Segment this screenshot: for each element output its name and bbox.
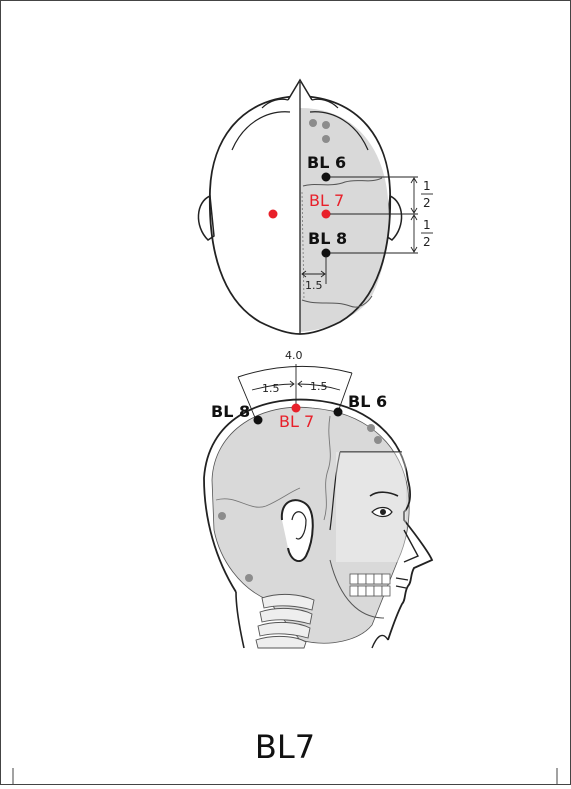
side-bl8-point <box>254 416 263 425</box>
side-bl8-label: BL 8 <box>211 402 250 421</box>
top-bl7-point <box>322 210 331 219</box>
side-view-head: 4.0 1.5 1.5 BL 8 BL 7 BL 6 <box>204 349 432 648</box>
fraction-upper-numerator: 1 <box>423 179 431 193</box>
fraction-lower-denominator: 2 <box>423 235 431 249</box>
fraction-lower-numerator: 1 <box>423 218 431 232</box>
top-bl8-label: BL 8 <box>308 229 347 248</box>
side-segment-left: 1.5 <box>262 382 280 395</box>
top-bl6-point <box>322 173 331 182</box>
side-segment-right: 1.5 <box>310 380 328 393</box>
side-bl6-point <box>334 408 343 417</box>
top-bl6-label: BL 6 <box>307 153 346 172</box>
bl7-mirror-point <box>269 210 278 219</box>
top-bl7-label: BL 7 <box>309 191 344 210</box>
top-view-head: BL 6 BL 7 BL 8 1 2 1 2 1.5 <box>198 80 433 334</box>
side-total-distance: 4.0 <box>285 349 303 362</box>
measure-arc <box>238 366 352 377</box>
side-bl6-label: BL 6 <box>348 392 387 411</box>
caption-title: BL7 <box>255 728 315 766</box>
side-bl7-label: BL 7 <box>279 412 314 431</box>
skull-half <box>300 108 389 332</box>
top-lateral-distance: 1.5 <box>305 279 323 292</box>
fraction-upper-denominator: 2 <box>423 196 431 210</box>
